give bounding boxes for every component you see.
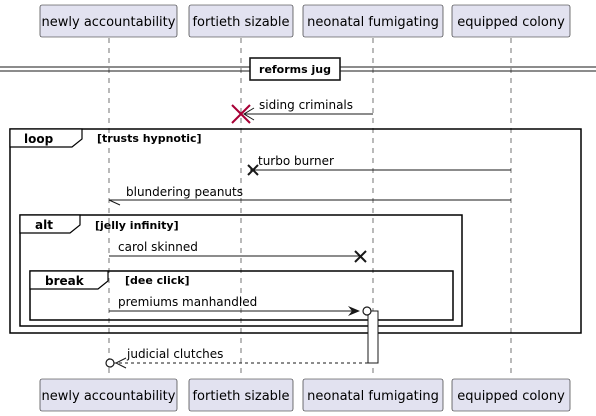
participant-newly-accountability-bottom: newly accountability (39, 378, 178, 412)
group-alt: alt [jelly infinity] (19, 214, 463, 327)
participant-label: equipped colony (457, 389, 565, 404)
message-carol-skinned: carol skinned (109, 240, 367, 263)
message-turbo-burner: turbo burner (247, 154, 511, 176)
participant-label: fortieth sizable (192, 389, 289, 404)
participant-label: newly accountability (42, 389, 176, 404)
found-circle-icon (105, 358, 115, 368)
participant-label: neonatal fumigating (307, 389, 439, 404)
message-blundering-peanuts: blundering peanuts (108, 185, 511, 206)
participant-fortieth-sizable-top: fortieth sizable (188, 4, 294, 38)
group-condition: [dee click] (125, 274, 190, 287)
group-keyword: alt (35, 218, 53, 232)
participant-label: fortieth sizable (192, 15, 289, 30)
divider: reforms jug (0, 57, 596, 81)
participant-equipped-colony-top: equipped colony (451, 4, 571, 38)
group-condition: [jelly infinity] (95, 219, 179, 232)
group-condition: [trusts hypnotic] (97, 132, 202, 145)
participant-label: newly accountability (42, 15, 176, 30)
participant-label: neonatal fumigating (307, 15, 439, 30)
message-label: premiums manhandled (118, 295, 257, 309)
participant-fortieth-sizable-bottom: fortieth sizable (188, 378, 294, 412)
divider-label: reforms jug (259, 63, 331, 76)
group-keyword: break (45, 274, 85, 288)
message-label: blundering peanuts (126, 185, 243, 199)
message-label: judicial clutches (126, 347, 223, 361)
group-break: break [dee click] (29, 270, 454, 321)
arrowhead-icon (348, 306, 360, 316)
participant-label: equipped colony (457, 15, 565, 30)
participant-neonatal-fumigating-bottom: neonatal fumigating (302, 378, 444, 412)
lost-circle-icon (362, 306, 372, 316)
destroy-icon (354, 250, 367, 263)
group-keyword: loop (24, 132, 54, 146)
lifelines (108, 38, 512, 378)
group-loop: loop [trusts hypnotic] (9, 128, 582, 334)
participant-equipped-colony-bottom: equipped colony (451, 378, 571, 412)
message-premiums-manhandled: premiums manhandled (109, 295, 372, 316)
participant-newly-accountability-top: newly accountability (39, 4, 178, 38)
message-judicial-clutches: judicial clutches (105, 347, 368, 369)
message-siding-criminals: siding criminals (231, 98, 373, 124)
participant-neonatal-fumigating-top: neonatal fumigating (302, 4, 444, 38)
destroy-icon (231, 104, 251, 124)
message-label: carol skinned (118, 240, 198, 254)
message-label: siding criminals (259, 98, 353, 112)
activation-bar (367, 310, 379, 364)
destroy-icon (247, 164, 259, 176)
message-label: turbo burner (258, 154, 334, 168)
